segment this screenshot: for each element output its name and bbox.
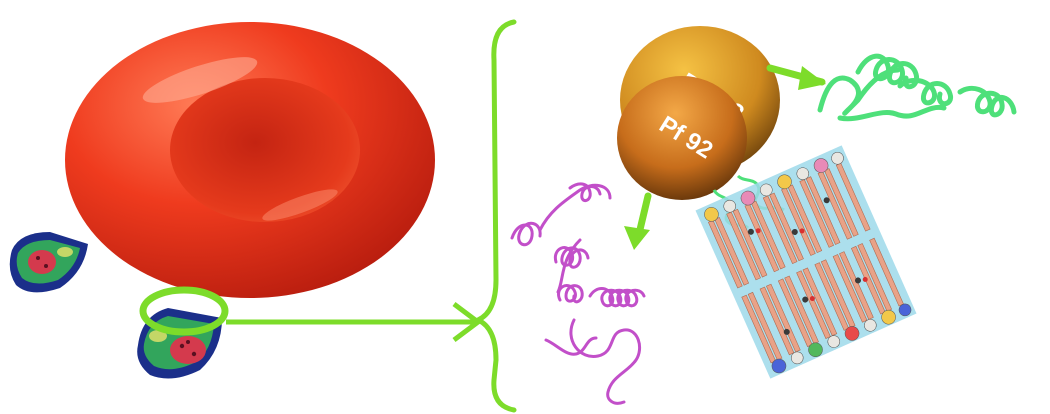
- curly-bracket: [471, 19, 517, 413]
- magenta-protein-structure: [510, 182, 646, 405]
- red-blood-cell: [65, 22, 435, 298]
- green-protein-structure: [817, 53, 1017, 122]
- merozoite-left: [9, 232, 88, 293]
- zoom-arrow: [226, 302, 481, 342]
- attachment-highlight-ring: [139, 286, 229, 336]
- lipid-membrane: [695, 145, 917, 379]
- arrow-to-green-protein: [766, 64, 826, 90]
- arrow-to-magenta-protein: [624, 192, 652, 250]
- pf92-domain: Pf 92: [617, 76, 747, 200]
